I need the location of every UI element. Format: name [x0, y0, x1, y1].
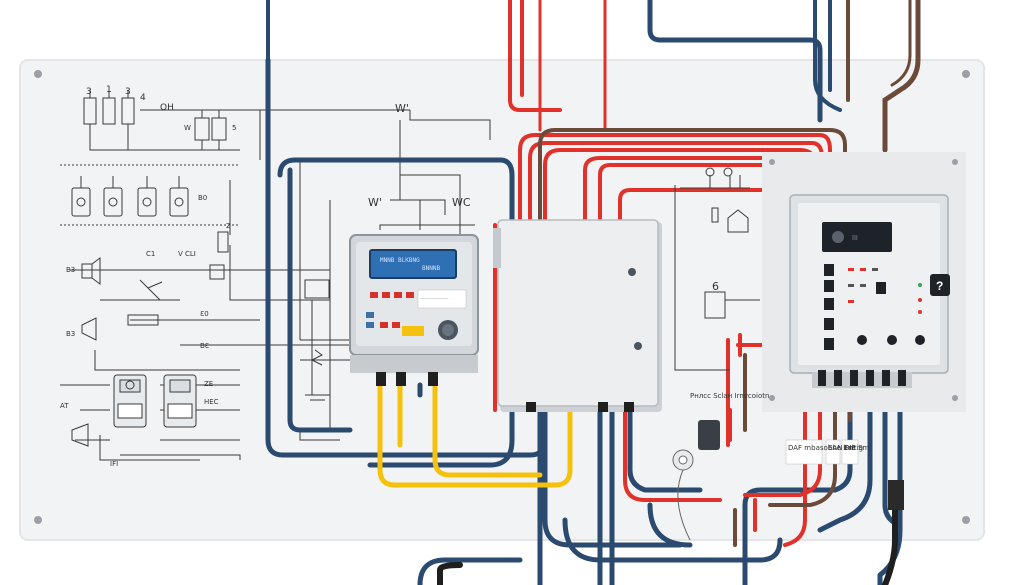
- terminal-label: EAN Fm: [828, 444, 856, 452]
- key-button: [876, 282, 886, 294]
- status-leds: [848, 268, 922, 314]
- schematic-label: 5: [232, 124, 236, 132]
- schematic-label: Z: [226, 222, 231, 230]
- controller-label-text: ──────────: [419, 296, 449, 301]
- round-button: [887, 335, 897, 345]
- screw-icon: [769, 159, 775, 165]
- panel-display-text: III: [852, 235, 858, 242]
- round-button: [915, 335, 925, 345]
- relay-label: 6: [712, 280, 719, 293]
- middle-enclosure: [493, 219, 662, 412]
- schematic-top-label: OH: [160, 103, 174, 113]
- schematic-top-label: 4: [140, 93, 146, 103]
- current-sensor: [672, 420, 720, 541]
- controller-lcd-text: MNNB BLKBNG: [380, 257, 420, 264]
- screw-icon: [962, 70, 970, 78]
- schematic-label: C1: [146, 250, 155, 258]
- board-screws: [34, 70, 970, 524]
- yellow-wires: [377, 382, 573, 488]
- terminal-label: DAF mbasobbe baltig: [788, 444, 863, 452]
- red-button: [380, 322, 388, 328]
- top-cable-trunk: [266, 0, 921, 153]
- panel-display: [822, 222, 892, 252]
- schematic-label: B0: [198, 194, 207, 202]
- schematic-label: Ɛ0: [200, 310, 209, 318]
- right-schematic: [674, 167, 760, 371]
- schematic-label: BƐ: [200, 342, 209, 350]
- key-button: [824, 280, 834, 292]
- schematic-text: 3 1 3 4 OH W 5 B3 B3 AT C1 V CLI Z B0 Ɛ0…: [60, 85, 236, 468]
- wire-label-w-top: W': [395, 102, 409, 115]
- red-wires: [493, 133, 832, 547]
- controller-buttons[interactable]: [366, 292, 414, 328]
- round-button: [857, 335, 867, 345]
- key-button: [824, 338, 834, 350]
- key-button: [824, 298, 834, 310]
- panel-keys[interactable]: [824, 264, 925, 350]
- enclosure-body: [497, 219, 659, 407]
- enclosure-lock-icon: [634, 342, 642, 350]
- key-button: [824, 318, 834, 330]
- schematic-label: W: [184, 124, 191, 132]
- controller-unit: MNNB BLKBNG BNNNB ──────────: [349, 234, 479, 386]
- right-control-panel: III ?: [762, 152, 966, 412]
- screw-icon: [952, 395, 958, 401]
- terminal-label-plates: DAF mbasobbe baltig EAN Fm DIE Sm: [785, 439, 870, 465]
- red-button: [370, 292, 378, 298]
- schematic-label: B3: [66, 330, 75, 338]
- screw-icon: [769, 395, 775, 401]
- cable-gland: [888, 480, 904, 510]
- schematic-label: HEC: [204, 398, 219, 406]
- help-button[interactable]: [930, 274, 950, 296]
- schematic-label: V CLI: [178, 250, 196, 258]
- schematic-top-label: 1: [106, 85, 112, 95]
- screw-icon: [962, 516, 970, 524]
- red-button: [406, 292, 414, 298]
- key-button: [824, 264, 834, 276]
- blue-button: [366, 322, 374, 328]
- warning-sticker: [402, 326, 424, 336]
- black-cable: [437, 502, 898, 585]
- enclosure-lock-icon: [628, 268, 636, 276]
- controller-lcd-text-right: BNNNB: [422, 265, 440, 272]
- screw-icon: [34, 516, 42, 524]
- terminal-label: DIE Sm: [844, 444, 870, 452]
- help-icon: ?: [936, 279, 943, 293]
- panel-annotation: Рнлcс Sсlан Irnvcoiotn: [690, 392, 769, 400]
- red-button: [394, 292, 402, 298]
- wire-label-wc: WC: [452, 196, 471, 209]
- controller-label-plate: [417, 289, 467, 309]
- screw-icon: [34, 70, 42, 78]
- wire-label-w-left: W': [368, 196, 382, 209]
- schematic-top-label: 3: [86, 87, 92, 97]
- red-button: [392, 322, 400, 328]
- screw-icon: [952, 159, 958, 165]
- blue-button: [366, 312, 374, 318]
- red-button: [382, 292, 390, 298]
- controller-lcd: [369, 249, 457, 279]
- schematic-label: ZE: [204, 380, 213, 388]
- schematic-label: B3: [66, 266, 75, 274]
- schematic-lines: [60, 90, 491, 461]
- schematic-label: IFI: [110, 460, 118, 468]
- schematic-top-label: 3: [125, 87, 131, 97]
- schematic-label: AT: [60, 402, 69, 410]
- enclosure-hinge: [493, 228, 501, 268]
